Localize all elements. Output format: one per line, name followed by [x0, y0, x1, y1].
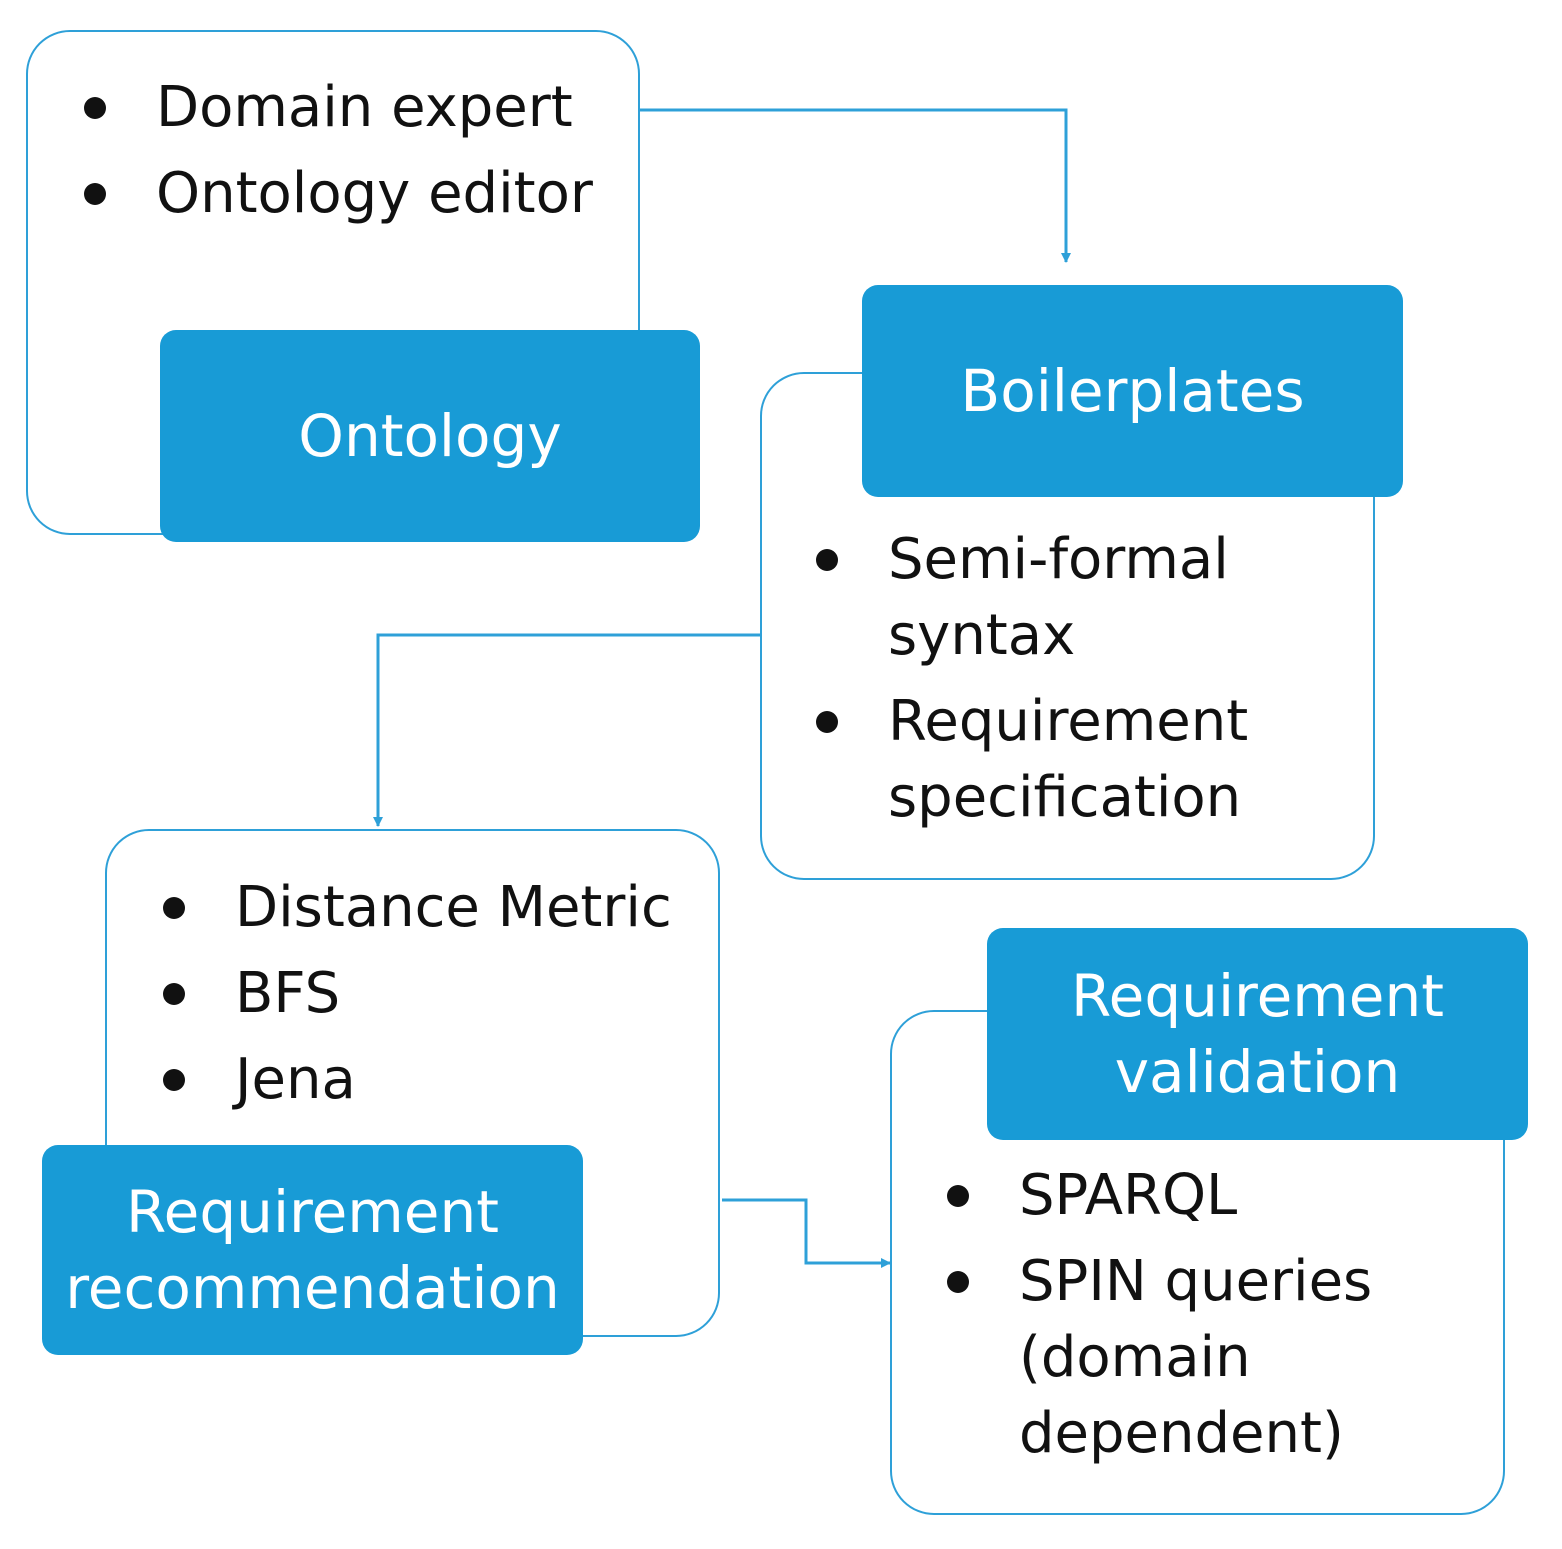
list-item-text: Requirement specification	[888, 684, 1248, 836]
ontology-title-box: Ontology	[160, 330, 700, 542]
arrow-boilerplates-to-recommendation	[373, 633, 762, 827]
boilerplates-details-list: Semi-formal syntax Requirement specifica…	[810, 522, 1248, 846]
list-item-line: specification	[888, 765, 1242, 830]
bullet-icon	[157, 870, 235, 946]
bullet-icon	[157, 1042, 235, 1118]
list-item-text: Domain expert	[156, 70, 593, 146]
recommendation-title-box: Requirement recommendation	[42, 1145, 583, 1355]
list-item-line: Ontology editor	[156, 161, 593, 226]
list-item-line: Distance Metric	[235, 875, 672, 940]
bullet-icon	[941, 1158, 1019, 1234]
list-item: Ontology editor	[78, 156, 593, 232]
list-item: Domain expert	[78, 70, 593, 146]
ontology-details-list: Domain expert Ontology editor	[78, 70, 593, 242]
node-title: Ontology	[298, 402, 562, 470]
list-item: Jena	[157, 1042, 672, 1118]
list-item-line: (domain	[1019, 1325, 1251, 1390]
node-title: Requirement	[125, 1178, 499, 1246]
list-item-line: Jena	[235, 1047, 356, 1112]
list-item-line: syntax	[888, 603, 1076, 668]
validation-title-box: Requirement validation	[987, 928, 1528, 1140]
bullet-icon	[810, 684, 888, 760]
node-title: Boilerplates	[960, 357, 1305, 425]
list-item-line: Domain expert	[156, 75, 573, 140]
bullet-icon	[157, 956, 235, 1032]
arrow-ontology-to-boilerplates	[636, 108, 1071, 263]
boilerplates-title-box: Boilerplates	[862, 285, 1403, 497]
list-item-line: SPIN queries	[1019, 1249, 1373, 1314]
node-title: recommendation	[65, 1254, 560, 1322]
list-item-text: Semi-formal syntax	[888, 522, 1248, 674]
list-item-line: Requirement	[888, 689, 1249, 754]
arrow-recommendation-to-validation	[722, 1198, 891, 1268]
bullet-icon	[78, 156, 156, 232]
list-item-text: Ontology editor	[156, 156, 593, 232]
node-title: Requirement	[1070, 962, 1444, 1030]
list-item-text: Jena	[235, 1042, 672, 1118]
list-item: SPARQL	[941, 1158, 1372, 1234]
list-item-line: BFS	[235, 961, 341, 1026]
list-item: SPIN queries (domain dependent)	[941, 1244, 1372, 1472]
list-item-line: Semi-formal	[888, 527, 1229, 592]
bullet-icon	[941, 1244, 1019, 1320]
list-item: BFS	[157, 956, 672, 1032]
list-item: Distance Metric	[157, 870, 672, 946]
bullet-icon	[78, 70, 156, 146]
list-item-line: SPARQL	[1019, 1163, 1238, 1228]
list-item-text: Distance Metric	[235, 870, 672, 946]
bullet-icon	[810, 522, 888, 598]
list-item-text: SPARQL	[1019, 1158, 1372, 1234]
list-item: Semi-formal syntax	[810, 522, 1248, 674]
validation-details-list: SPARQL SPIN queries (domain dependent)	[941, 1158, 1372, 1482]
list-item: Requirement specification	[810, 684, 1248, 836]
list-item-text: SPIN queries (domain dependent)	[1019, 1244, 1372, 1472]
node-title: validation	[1114, 1038, 1401, 1106]
list-item-text: BFS	[235, 956, 672, 1032]
recommendation-details-list: Distance Metric BFS Jena	[157, 870, 672, 1128]
list-item-line: dependent)	[1019, 1401, 1344, 1466]
